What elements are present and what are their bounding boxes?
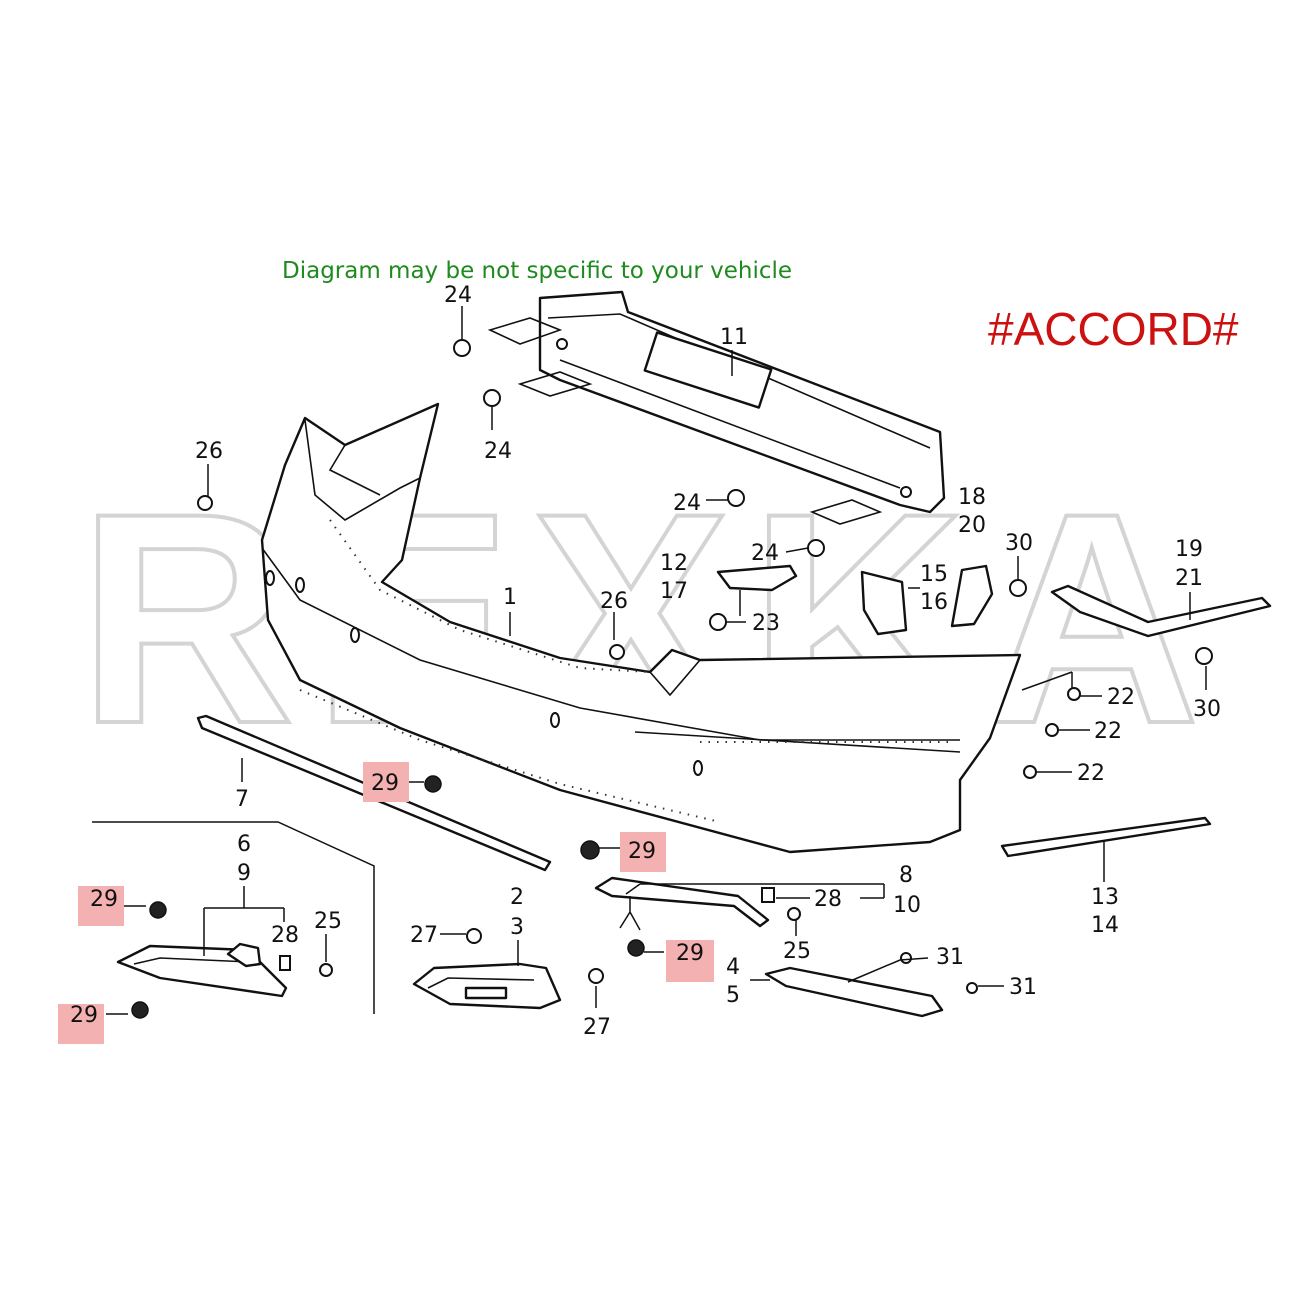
callout-10: 10: [893, 893, 921, 918]
callout-27: 27: [583, 1015, 611, 1040]
bumper-cover: [260, 402, 1022, 854]
highlight-box: [620, 832, 666, 872]
model-tag: #ACCORD#: [988, 303, 1239, 355]
callout-29: 29: [628, 839, 656, 864]
highlight-box: [666, 940, 714, 982]
callout-4: 4: [726, 955, 740, 980]
callout-30: 30: [1005, 531, 1033, 556]
callout-18: 18: [958, 485, 986, 510]
center-reflector: [412, 962, 562, 1010]
callout-3: 3: [510, 915, 524, 940]
callout-1: 1: [503, 585, 517, 610]
leader-lines: [106, 306, 1207, 1015]
callout-15: 15: [920, 562, 948, 587]
callout-23: 23: [752, 611, 780, 636]
callout-28: 28: [814, 887, 842, 912]
callout-24: 24: [673, 491, 701, 516]
callout-8: 8: [899, 863, 913, 888]
right-reflector: [764, 966, 944, 1018]
callout-6: 6: [237, 832, 251, 857]
callout-11: 11: [720, 325, 748, 350]
callout-27: 27: [410, 923, 438, 948]
callout-22: 22: [1094, 719, 1122, 744]
callout-25: 25: [314, 909, 342, 934]
guide-plate: [517, 371, 593, 397]
vehicle-notice: Diagram may be not specific to your vehi…: [282, 258, 792, 284]
callout-22: 22: [1077, 761, 1105, 786]
left-reflector-housing: [116, 942, 288, 998]
callout-24: 24: [751, 541, 779, 566]
guide-plate: [487, 317, 563, 345]
callout-21: 21: [1175, 566, 1203, 591]
side-molding: [1000, 816, 1212, 858]
callout-14: 14: [1091, 913, 1119, 938]
reinforcement-beam: [538, 290, 946, 514]
callout-26: 26: [195, 439, 223, 464]
fasteners: [131, 339, 1213, 1019]
callout-28: 28: [271, 923, 299, 948]
callout-17: 17: [660, 579, 688, 604]
highlight-box: [58, 1004, 104, 1044]
callout-16: 16: [920, 590, 948, 615]
callout-7: 7: [235, 787, 249, 812]
callout-30: 30: [1193, 697, 1221, 722]
callout-24: 24: [444, 283, 472, 308]
callout-26: 26: [600, 589, 628, 614]
callout-9: 9: [237, 861, 251, 886]
highlight-box: [363, 762, 409, 802]
callout-29: 29: [371, 771, 399, 796]
callout-labels: 24 24 24 24 11 26 26 18 20 30 30 19 21 1…: [70, 283, 1221, 1040]
highlight-box: [78, 886, 124, 926]
callout-20: 20: [958, 513, 986, 538]
section-divider: [92, 821, 375, 1014]
callout-22: 22: [1107, 685, 1135, 710]
callout-31: 31: [1009, 975, 1037, 1000]
callout-24: 24: [484, 439, 512, 464]
callout-2: 2: [510, 885, 524, 910]
callout-25: 25: [783, 939, 811, 964]
callout-29: 29: [676, 941, 704, 966]
corner-bracket: [1050, 584, 1272, 638]
callout-29: 29: [90, 887, 118, 912]
callout-29: 29: [70, 1003, 98, 1028]
callout-5: 5: [726, 983, 740, 1008]
mount-bracket: [716, 564, 798, 592]
guide-plate: [809, 499, 883, 525]
step-bracket: [594, 876, 770, 928]
spacer-block: [860, 570, 908, 636]
callout-19: 19: [1175, 537, 1203, 562]
callout-31: 31: [936, 945, 964, 970]
side-slider: [950, 564, 994, 628]
callout-13: 13: [1091, 885, 1119, 910]
callout-12: 12: [660, 551, 688, 576]
